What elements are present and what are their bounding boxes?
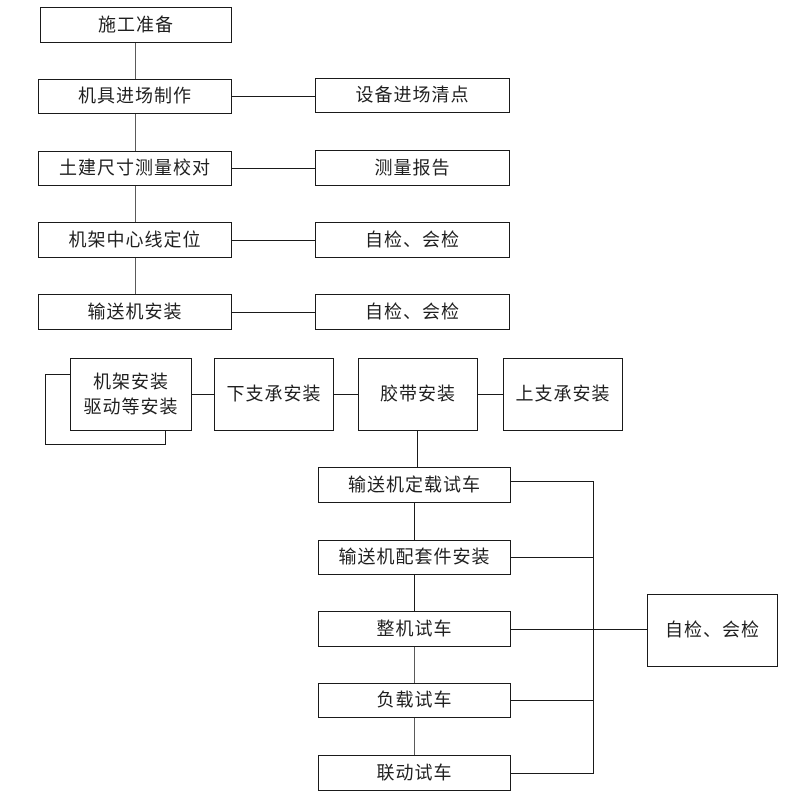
node-conveyor-installation: 输送机安装 [38,294,232,330]
node-construction-prep: 施工准备 [40,7,232,43]
node-label: 联动试车 [376,762,453,783]
node-label: 机架安装 [93,372,169,393]
node-accessory-installation: 输送机配套件安装 [318,540,511,575]
node-fixed-load-test-run: 输送机定载试车 [318,467,511,503]
node-civil-dimension-check: 土建尺寸测量校对 [38,151,232,186]
node-whole-machine-test-run: 整机试车 [318,611,511,647]
node-label: 机具进场制作 [78,86,192,107]
node-label: 下支承安装 [226,384,322,405]
connector-fixed-load-to-bus [511,481,593,482]
connector-fabrication-to-civil-check [135,114,136,151]
connector-centerline-to-check1 [232,240,315,241]
node-self-joint-check-3: 自检、会检 [647,594,778,667]
connector-prep-to-fabrication [135,43,136,79]
node-label: 土建尺寸测量校对 [59,158,211,179]
connector-centerline-to-conveyor-install [135,258,136,294]
connector-civil-check-to-report [232,168,315,169]
node-label: 输送机安装 [87,301,183,322]
connector-conveyor-install-to-check2 [232,312,315,313]
node-lower-support-installation: 下支承安装 [214,358,334,431]
connector-belt-to-upper-support [478,394,503,395]
node-label: 整机试车 [376,618,453,639]
connector-frame-install-to-lower-support [192,394,214,395]
connector-accessory-to-bus [511,557,593,558]
connector-load-test-to-linkage [414,718,415,755]
node-equipment-entry-fabrication: 机具进场制作 [38,79,232,114]
connector-civil-check-to-centerline [135,186,136,222]
connector-fixed-load-to-accessory [414,503,415,540]
node-self-joint-check-2: 自检、会检 [315,294,510,330]
node-label: 自检、会检 [365,301,460,322]
node-equipment-entry-inventory: 设备进场清点 [315,78,510,113]
node-label: 自检、会检 [365,229,460,250]
node-label: 施工准备 [98,14,174,35]
node-linkage-test-run: 联动试车 [318,755,511,791]
node-load-test-run: 负载试车 [318,683,511,718]
node-label: 设备进场清点 [355,85,470,106]
connector-whole-machine-to-load-test [414,647,415,683]
connector-lower-support-to-belt [334,394,358,395]
connector-accessory-to-whole-machine [414,575,415,611]
node-upper-support-installation: 上支承安装 [503,358,623,431]
node-label: 输送机配套件安装 [338,547,491,568]
node-label: 自检、会检 [665,620,760,641]
connector-whole-machine-to-check3 [511,629,647,630]
connector-check3-vertical-bus [593,481,594,774]
node-label: 测量报告 [374,157,451,178]
node-label: 上支承安装 [515,384,611,405]
connector-belt-to-fixed-load-test [417,431,418,467]
node-frame-installation: 机架安装 驱动等安装 [70,358,192,431]
node-frame-centerline-positioning: 机架中心线定位 [38,222,232,258]
node-self-joint-check-1: 自检、会检 [315,222,510,258]
node-label: 负载试车 [376,690,453,711]
connector-load-test-to-bus [511,700,593,701]
node-measurement-report: 测量报告 [315,150,510,186]
node-label: 机架中心线定位 [68,229,202,250]
node-belt-installation: 胶带安装 [358,358,478,431]
connector-linkage-to-bus [511,773,593,774]
node-label: 胶带安装 [380,384,456,405]
node-label-line2: 驱动等安装 [83,396,179,417]
connector-fabrication-to-inventory [232,96,315,97]
node-label: 输送机定载试车 [348,474,481,495]
